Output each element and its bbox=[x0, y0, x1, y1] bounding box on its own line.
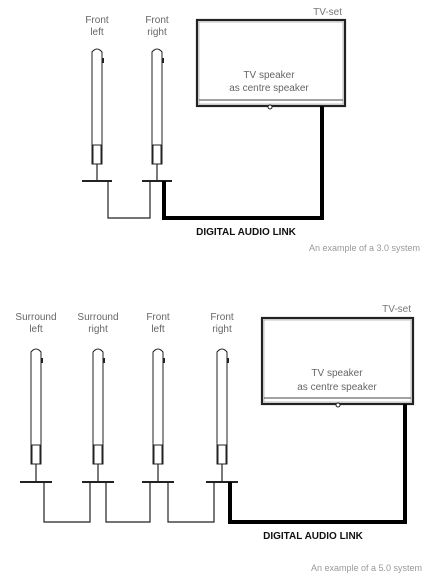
front-right-speaker bbox=[206, 348, 238, 483]
front-left-label-line1: Front bbox=[146, 312, 170, 323]
speaker-cable-middle bbox=[105, 482, 151, 523]
tv-set: TV speaker as centre speaker bbox=[195, 18, 347, 110]
surround-right-label-line1: Surround bbox=[77, 312, 118, 323]
front-right-label-line1: Front bbox=[145, 15, 169, 26]
tv-set-label: TV-set bbox=[382, 304, 411, 315]
tv-speaker-text-line1: TV speaker bbox=[311, 368, 363, 379]
front-right-speaker bbox=[142, 48, 172, 182]
front-right-label-line1: Front bbox=[210, 312, 234, 323]
front-left-label-line2: left bbox=[90, 27, 104, 38]
system-3-caption: An example of a 3.0 system bbox=[309, 243, 420, 253]
system-3-0-diagram: Front left Front right TV-set TV speaker… bbox=[82, 7, 420, 253]
surround-right-speaker bbox=[82, 348, 114, 483]
front-left-speaker bbox=[82, 48, 112, 182]
system-5-0-diagram: Surround left Surround right Front left … bbox=[15, 304, 422, 573]
surround-right-label-line2: right bbox=[88, 324, 108, 335]
speaker-cable-front bbox=[167, 482, 215, 523]
surround-left-speaker bbox=[20, 348, 52, 483]
front-right-label-line2: right bbox=[212, 324, 232, 335]
system-5-caption: An example of a 5.0 system bbox=[311, 563, 422, 573]
speaker-cable-3 bbox=[107, 181, 151, 219]
front-left-label-line2: left bbox=[151, 324, 165, 335]
surround-left-label-line2: left bbox=[29, 324, 43, 335]
tv-speaker-text-line2: as centre speaker bbox=[229, 83, 309, 94]
digital-audio-link-label-3: DIGITAL AUDIO LINK bbox=[196, 227, 297, 238]
tv-speaker-text-line1: TV speaker bbox=[243, 70, 295, 81]
surround-left-label-line1: Surround bbox=[15, 312, 56, 323]
digital-audio-link-cable-5 bbox=[228, 404, 407, 524]
digital-audio-link-label-5: DIGITAL AUDIO LINK bbox=[263, 531, 364, 542]
tv-set: TV speaker as centre speaker bbox=[260, 316, 415, 408]
front-left-speaker bbox=[142, 348, 174, 483]
speaker-cable-surround bbox=[43, 482, 91, 523]
tv-set-label: TV-set bbox=[313, 7, 342, 18]
tv-speaker-text-line2: as centre speaker bbox=[297, 382, 377, 393]
digital-audio-link-cable-3 bbox=[162, 106, 324, 220]
front-left-label-line1: Front bbox=[85, 15, 109, 26]
front-right-label-line2: right bbox=[147, 27, 167, 38]
